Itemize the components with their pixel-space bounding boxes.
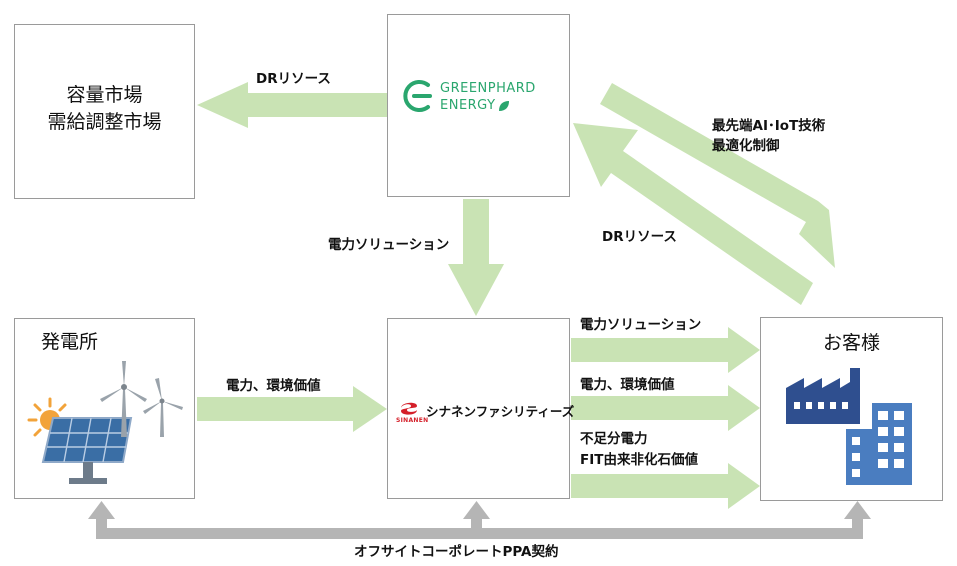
arrow-gre-to-sinanen: [448, 199, 504, 316]
leaf-icon: [498, 100, 509, 111]
arrow-gre-to-customer: [600, 83, 835, 268]
power-plant-box: 発電所: [14, 318, 195, 499]
gre-logo-icon: [403, 80, 432, 112]
contract-connector: [88, 501, 871, 539]
customer-title: お客様: [822, 332, 880, 354]
label-bottom-contract: オフサイトコーポレートPPA契約: [354, 544, 559, 560]
arrow-gre-to-market: [197, 82, 387, 128]
arrow-plant-to-sinanen: [197, 386, 387, 432]
label-sinanen-to-customer-3-line1: 不足分電力: [580, 431, 648, 447]
customer-box: お客様: [760, 317, 943, 501]
greenphard-energy-box: GREENPHARD ENERGY: [387, 14, 570, 197]
arrow-sinanen-to-customer-2: [571, 385, 760, 431]
arrow-sinanen-to-customer-3: [571, 463, 760, 509]
label-gre-to-market: DRリソース: [256, 71, 331, 87]
sinanen-logo-icon: [401, 402, 417, 415]
market-box: 容量市場 需給調整市場: [14, 24, 195, 199]
label-gre-to-sinanen: 電力ソリューション: [328, 237, 450, 253]
office-building-icon: [846, 403, 912, 485]
gre-logo-line2: ENERGY: [440, 98, 496, 113]
label-sinanen-to-customer-2: 電力、環境価値: [580, 377, 675, 393]
market-title-line1: 容量市場: [66, 84, 143, 106]
solar-panel-icon: [41, 417, 133, 484]
arrow-customer-to-gre: [573, 123, 813, 305]
label-plant-to-sinanen: 電力、環境価値: [226, 378, 321, 394]
sinanen-logo-text: シナネンファシリティーズ: [426, 404, 575, 419]
market-title-line2: 需給調整市場: [47, 111, 162, 133]
label-sinanen-to-customer-3-line2: FIT由来非化石価値: [580, 452, 698, 468]
arrow-sinanen-to-customer-1: [571, 327, 760, 373]
plant-title: 発電所: [40, 331, 98, 353]
label-customer-to-gre: DRリソース: [602, 229, 677, 245]
gre-logo-line1: GREENPHARD: [440, 81, 536, 96]
label-gre-to-customer-line1: 最先端AI･IoT技術: [712, 118, 826, 134]
label-sinanen-to-customer-1: 電力ソリューション: [580, 317, 702, 333]
factory-icon: [786, 368, 860, 424]
sinanen-facilities-box: SINANEN シナネンファシリティーズ: [387, 318, 574, 499]
label-gre-to-customer-line2: 最適化制御: [712, 138, 780, 154]
sinanen-logo-sub: SINANEN: [396, 417, 429, 424]
wind-turbine-icon: [100, 361, 183, 437]
gre-logo-line2-row: ENERGY: [440, 98, 510, 113]
